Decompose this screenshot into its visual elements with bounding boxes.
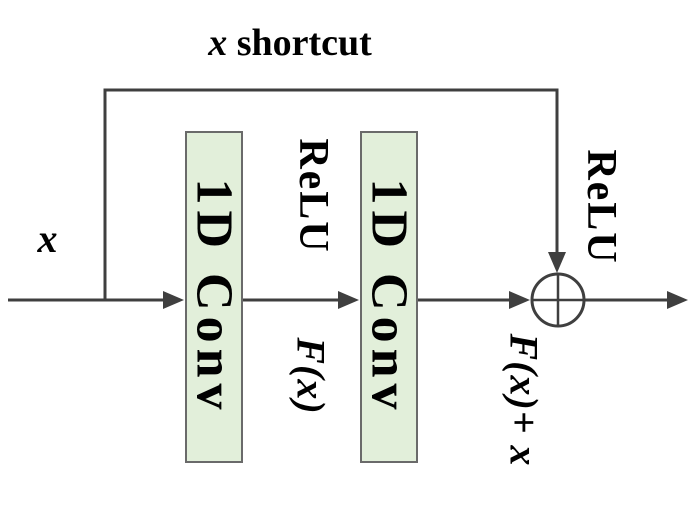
- output-arrowhead-icon: [667, 291, 688, 309]
- sum-output-label: F(x)+ x: [502, 332, 547, 466]
- title-text: shortcut: [227, 22, 372, 64]
- conv2-box: [360, 131, 418, 463]
- conv1-label: 1D Conv: [186, 178, 243, 415]
- arrowhead-into-conv1-icon: [163, 291, 184, 309]
- arrowhead-into-sum-icon: [509, 291, 530, 309]
- title-var: x: [207, 22, 227, 64]
- input-label: x: [37, 216, 59, 261]
- conv2-label: 1D Conv: [361, 178, 418, 415]
- diagram-title: x shortcut: [207, 22, 372, 64]
- arrowhead-into-conv2-icon: [338, 291, 359, 309]
- shortcut-line: [103, 88, 559, 300]
- shortcut-arrowhead-icon: [548, 252, 566, 273]
- plus-icon: [533, 275, 583, 325]
- relu1-label: ReLU: [290, 138, 336, 253]
- conv1-box: [185, 131, 243, 463]
- relu2-label: ReLU: [578, 149, 624, 264]
- fx-label: F(x): [289, 336, 334, 414]
